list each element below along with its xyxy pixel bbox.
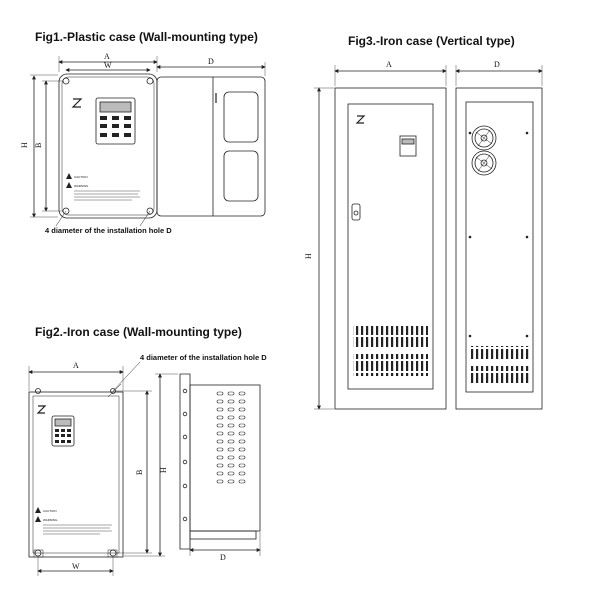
- fig1-dim-d: D: [208, 57, 214, 66]
- fig2-caution-text: CAUTION: [43, 509, 57, 513]
- fig2-vent-slots: [216, 391, 246, 484]
- fig2-keypad: [51, 415, 75, 447]
- fig3-side-view: [455, 87, 543, 410]
- fig2-warning-label: CAUTION WARNING: [35, 507, 112, 535]
- fig3-side-vent-bottom: [469, 366, 530, 384]
- fig1-warning-text: WARNING: [74, 184, 89, 188]
- fig1-keypad: [95, 97, 136, 145]
- fig2-side-view: [179, 373, 261, 550]
- fig1-dim-w: W: [104, 61, 112, 70]
- fig3-dim-h: H: [304, 253, 313, 259]
- fig3-vent-top: [353, 326, 428, 348]
- fig3-front-view: [334, 87, 447, 410]
- fig2-warning-text: WARNING: [43, 518, 58, 522]
- fig2-dim-w: W: [72, 562, 80, 571]
- fig3-keypad: [399, 135, 417, 157]
- fig1-warning-label: CAUTION WARNING: [66, 173, 140, 201]
- fig2-logo-icon: [36, 405, 47, 414]
- fig2-dim-h: H: [159, 467, 168, 473]
- fig3-dim-a: A: [386, 60, 392, 69]
- fig2-dim-d: D: [220, 553, 226, 562]
- fig3-dim-d: D: [494, 60, 500, 69]
- fig2-side-mount-holes: [182, 388, 188, 522]
- fig2-dim-a: A: [73, 361, 79, 370]
- fig2-hole-note: 4 diameter of the installation hole D: [140, 353, 267, 362]
- fig1-caution-text: CAUTION: [74, 175, 88, 179]
- fig2-dim-b: B: [135, 470, 144, 475]
- fig3-title: Fig3.-Iron case (Vertical type): [348, 34, 515, 48]
- fig1-side-view: [156, 76, 266, 217]
- fig3-vent-bottom: [353, 354, 428, 376]
- fig1-logo-icon: [71, 98, 83, 108]
- fig3-door-handle: [351, 203, 361, 221]
- fig1-dim-a: A: [104, 52, 110, 61]
- fig3-dimensions: A D H: [304, 60, 543, 410]
- fig2-title: Fig2.-Iron case (Wall-mounting type): [35, 325, 242, 339]
- fig3-side-vent-top: [469, 346, 530, 360]
- fig1-hole-note: 4 diameter of the installation hole D: [45, 226, 172, 235]
- fig3-logo-icon: [355, 115, 366, 124]
- fig3-fan-icon: [471, 125, 497, 176]
- fig2-front-view: CAUTION WARNING: [28, 388, 124, 558]
- fig1-title: Fig1.-Plastic case (Wall-mounting type): [35, 30, 258, 44]
- fig1-dim-h: H: [20, 142, 29, 148]
- fig2-dimensions: A W D B H: [28, 361, 261, 576]
- fig1-front-view: CAUTION WARNING: [58, 73, 158, 219]
- fig1-dimensions: A W D H B: [20, 52, 266, 227]
- fig1-dim-b: B: [34, 143, 43, 148]
